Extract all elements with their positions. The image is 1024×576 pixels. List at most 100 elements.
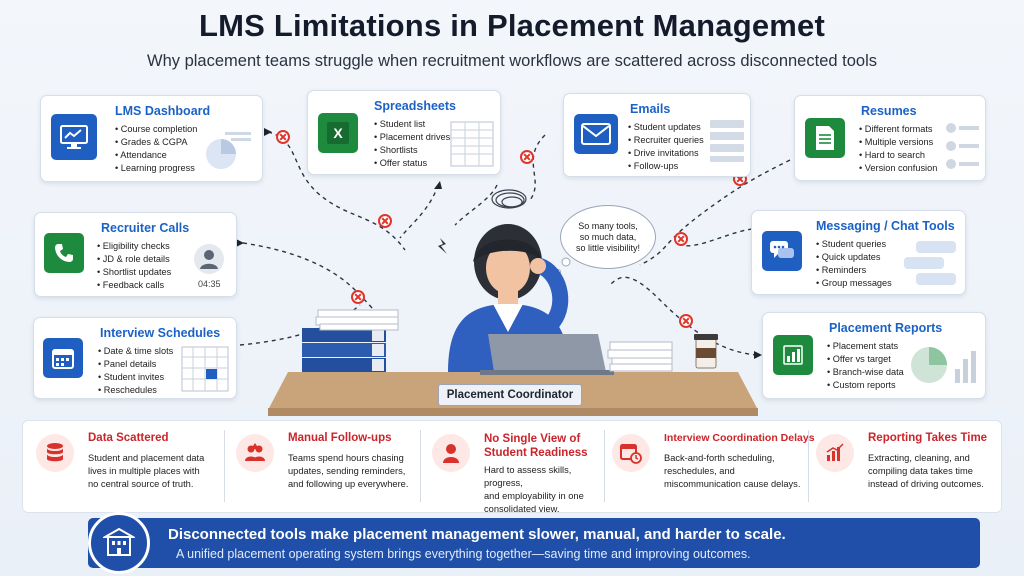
tool-card-reports: Placement Reports Placement stats Offer …	[762, 312, 986, 399]
thought-line: so little visibility!	[575, 243, 640, 253]
list-item: Offer vs target	[827, 353, 904, 366]
list-item: Version confusion	[859, 162, 938, 175]
issue-title: Reporting Takes Time	[868, 432, 988, 444]
tool-card-list: Placement stats Offer vs target Branch-w…	[827, 340, 904, 392]
list-item: Different formats	[859, 123, 937, 136]
list-item: Quick updates	[816, 251, 892, 264]
tool-card-title: Emails	[630, 102, 671, 116]
tool-card-title: Interview Schedules	[100, 326, 221, 340]
tool-card-list: Date & time slots Panel details Student …	[98, 345, 173, 397]
thought-line: So many tools,	[578, 221, 638, 231]
divider	[604, 430, 605, 502]
phone-icon	[44, 233, 84, 273]
thought-line: so much data,	[579, 232, 637, 242]
list-item: Offer status	[374, 157, 450, 170]
tool-card-list: Student list Placement drives Shortlists…	[374, 118, 450, 170]
broken-link-icon	[520, 150, 534, 164]
list-item: Date & time slots	[98, 345, 173, 358]
list-item: Feedback calls	[97, 279, 171, 292]
pie-chart-decoration	[206, 132, 251, 169]
tool-card-list: Different formats Multiple versions Hard…	[859, 123, 938, 175]
caller-avatar-icon	[194, 244, 224, 274]
calendar-icon	[43, 338, 83, 378]
list-item: Student invites	[98, 371, 173, 384]
building-icon	[88, 512, 150, 574]
list-item: Student list	[374, 118, 450, 131]
list-item: Branch-wise data	[827, 366, 904, 379]
list-item: Panel details	[98, 358, 173, 371]
page-title: LMS Limitations in Placement Managemet	[199, 8, 825, 43]
bar-chart-icon	[773, 335, 813, 375]
tool-card-spreadsheets: X Spreadsheets Student list Placement dr…	[307, 90, 501, 175]
broken-link-icon	[351, 290, 365, 304]
tool-card-title: LMS Dashboard	[115, 104, 211, 118]
list-item: Follow-ups	[628, 160, 704, 173]
broken-link-icon	[378, 214, 392, 228]
issue-title: Manual Follow-ups	[288, 432, 392, 444]
issue-description: Student and placement data lives in mult…	[88, 453, 205, 489]
tool-card-list: Student updates Recruiter queries Drive …	[628, 121, 704, 173]
document-icon	[805, 118, 845, 158]
tool-card-list: Course completion Grades & CGPA Attendan…	[115, 123, 197, 175]
banner-subline: A unified placement operating system bri…	[176, 547, 751, 561]
list-item: Recruiter queries	[628, 134, 704, 147]
person-icon	[432, 434, 470, 472]
issue-title: Data Scattered	[88, 432, 169, 444]
issue-title: Interview Coordination Delays	[664, 432, 815, 444]
list-item: Shortlists	[374, 144, 450, 157]
list-item: Hard to search	[859, 149, 937, 162]
broken-link-icon	[679, 314, 693, 328]
list-item: Reminders	[816, 264, 892, 277]
list-item: Multiple versions	[859, 136, 937, 149]
broken-link-icon	[674, 232, 688, 246]
tool-card-resumes: Resumes Different formats Multiple versi…	[794, 95, 986, 181]
profile-list-decoration	[946, 123, 979, 169]
calendar-clock-icon	[612, 434, 650, 472]
tool-card-lms: LMS Dashboard Course completion Grades &…	[40, 95, 263, 182]
report-chart-decoration	[911, 347, 976, 383]
issue-description: Teams spend hours chasing updates, sendi…	[288, 453, 409, 489]
list-item: Placement stats	[827, 340, 904, 353]
tool-card-title: Spreadsheets	[374, 99, 456, 113]
people-alert-icon	[236, 434, 274, 472]
tool-card-interviews: Interview Schedules Date & time slots Pa…	[33, 317, 237, 399]
chat-bubbles-decoration	[904, 241, 956, 285]
tool-card-messaging: Messaging / Chat Tools Student queries Q…	[751, 210, 966, 295]
list-item: Course completion	[115, 123, 198, 136]
list-item: Custom reports	[827, 379, 904, 392]
table-decoration	[450, 121, 494, 167]
tool-card-list: Student queries Quick updates Reminders …	[816, 238, 892, 290]
thought-bubble: So many tools, so much data, so little v…	[560, 205, 656, 269]
list-item: Reschedules	[98, 384, 173, 397]
inbox-decoration	[710, 120, 744, 162]
monitor-chart-icon	[51, 114, 97, 160]
list-item: Group messages	[816, 277, 892, 290]
list-item: Drive invitations	[628, 147, 704, 160]
issue-description: Hard to assess skills, progress, and emp…	[484, 465, 584, 514]
list-item: Learning progress	[115, 162, 197, 175]
list-item: Attendance	[115, 149, 197, 162]
excel-icon: X	[318, 113, 358, 153]
issue-description: Extracting, cleaning, and compiling data…	[868, 453, 984, 489]
divider	[808, 430, 809, 502]
chart-icon	[816, 434, 854, 472]
tool-card-list: Eligibility checks JD & role details Sho…	[97, 240, 171, 292]
list-item: Student queries	[816, 238, 892, 251]
page-subtitle: Why placement teams struggle when recrui…	[147, 52, 877, 70]
database-icon	[36, 434, 74, 472]
issue-title: No Single View of Student Readiness	[484, 433, 588, 459]
divider	[420, 430, 421, 502]
tool-card-title: Resumes	[861, 104, 917, 118]
divider	[224, 430, 225, 502]
issue-description: Back-and-forth scheduling, reschedules, …	[664, 453, 801, 489]
summary-banner: Disconnected tools make placement manage…	[88, 518, 980, 568]
tool-card-emails: Emails Student updates Recruiter queries…	[563, 93, 751, 177]
list-item: Placement drives	[374, 131, 450, 144]
envelope-icon	[574, 114, 618, 154]
list-item: Eligibility checks	[97, 240, 171, 253]
call-timer: 04:35	[198, 279, 221, 289]
broken-link-icon	[276, 130, 290, 144]
list-item: JD & role details	[97, 253, 171, 266]
list-item: Student updates	[628, 121, 704, 134]
tool-card-title: Messaging / Chat Tools	[816, 219, 955, 233]
